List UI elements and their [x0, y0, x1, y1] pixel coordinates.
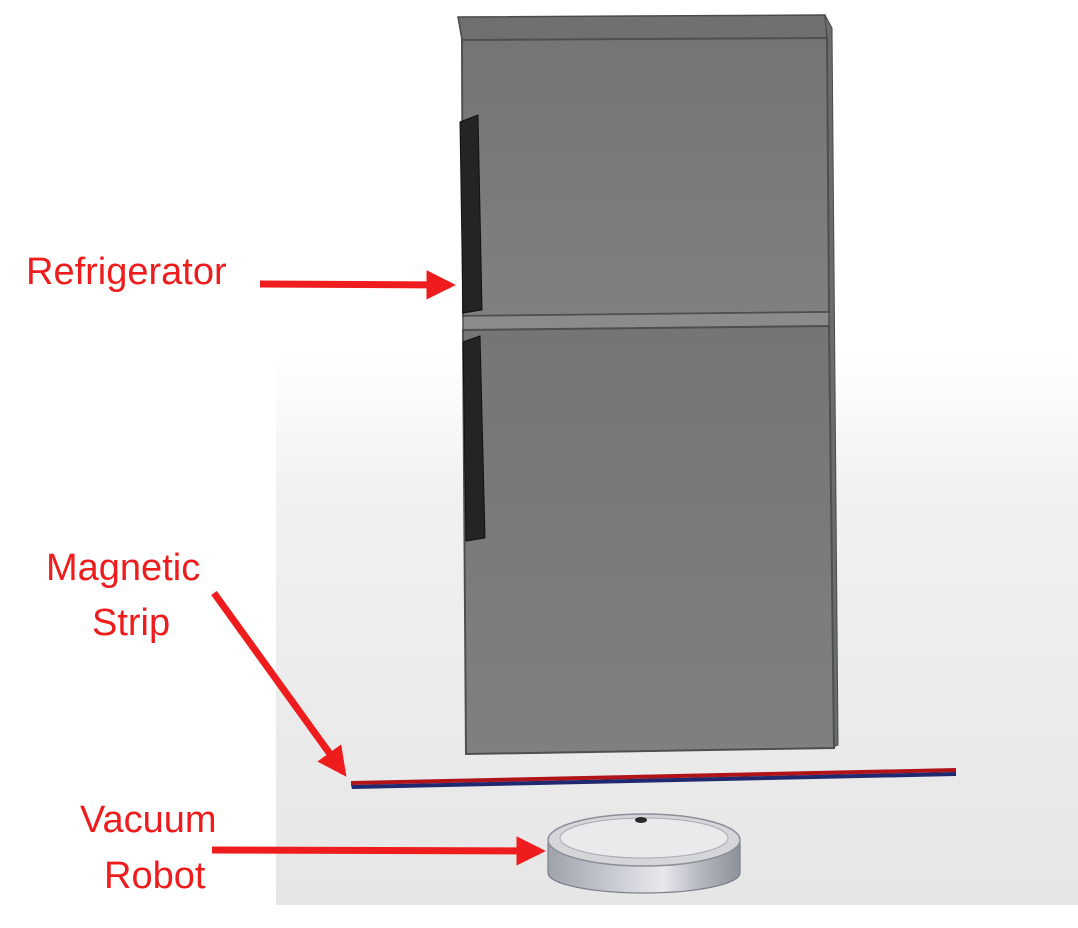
vacuum-robot-label-line1: Vacuum: [80, 799, 217, 841]
magnetic-strip-arrow: [211, 590, 347, 777]
strip-blue-layer: [351, 772, 956, 789]
fridge-upper-handle: [459, 114, 483, 314]
refrigerator-arrow: [259, 270, 456, 300]
fridge-upper-door: [460, 36, 831, 318]
refrigerator-label: Refrigerator: [26, 251, 227, 293]
magnetic-strip-label-line2: Strip: [92, 602, 171, 644]
magnetic-strip: [351, 768, 956, 789]
fridge-lower-door: [461, 324, 836, 756]
vacuum-robot-label-line2: Robot: [104, 855, 206, 897]
vacuum-robot-arrow: [211, 836, 546, 866]
magnetic-strip-label-line1: Magnetic: [46, 547, 201, 589]
refrigerator: [457, 14, 839, 756]
vacuum-robot: [547, 813, 741, 894]
robot-center-dot: [635, 817, 647, 823]
strip-red-layer: [351, 768, 956, 785]
robot-top-inner: [559, 817, 729, 859]
fridge-lower-handle: [462, 335, 486, 542]
fridge-top-face: [457, 14, 828, 41]
